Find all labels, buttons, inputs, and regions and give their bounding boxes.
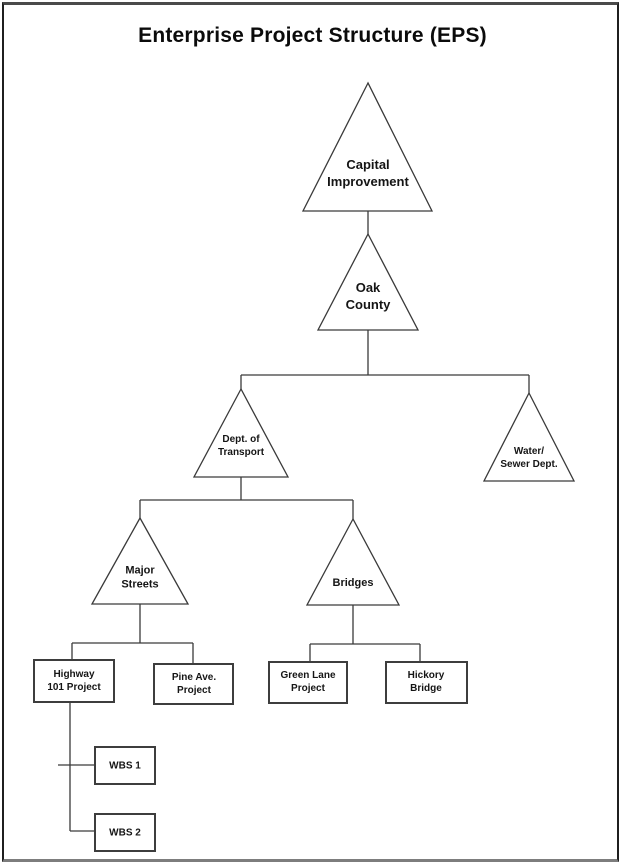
node-shape-capital-improvement [301,81,434,212]
node-shape-wbs-2 [94,813,156,852]
node-shape-hickory-bridge [385,661,468,704]
node-shape-green-lane-project [268,661,348,704]
node-shape-wbs-1 [94,746,156,785]
diagram-title: Enterprise Project Structure (EPS) [138,24,487,47]
connector-lines [58,211,530,832]
triangle-nodes [90,81,576,606]
node-shape-oak-county [316,232,420,331]
node-shape-bridges [305,517,401,606]
node-shape-pine-ave-project [153,663,234,705]
node-shape-dept-of-transport [192,387,290,478]
rectangle-nodes [33,659,468,852]
node-shape-highway-101-project [33,659,115,703]
node-shape-water-sewer-dept [482,391,576,482]
node-shape-major-streets [90,516,190,605]
